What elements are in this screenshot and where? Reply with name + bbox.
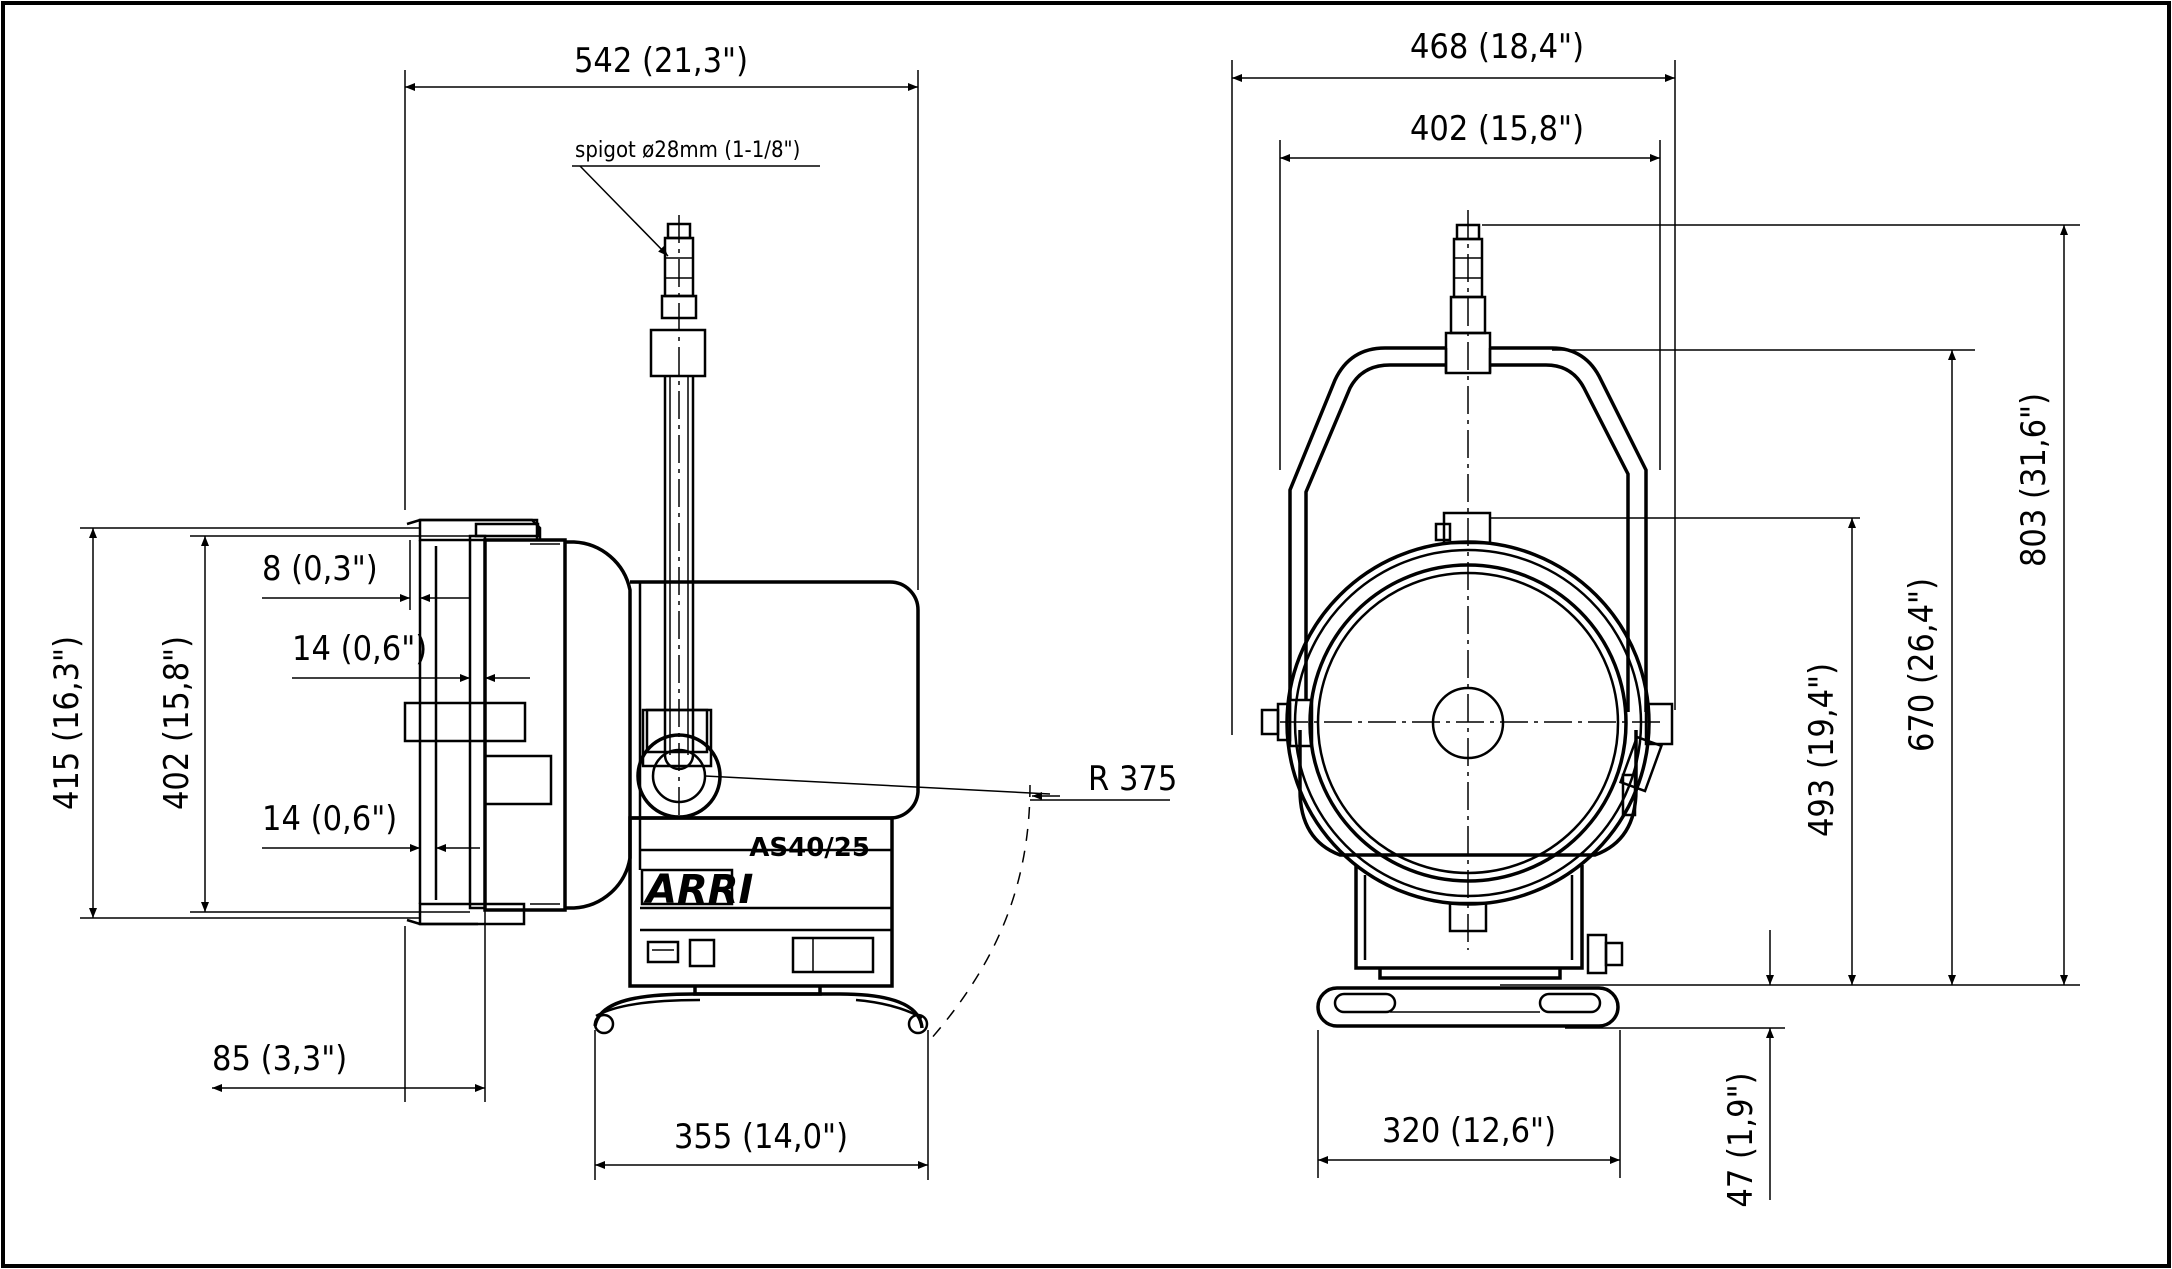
front-overall-height-dimension: 803 (31,6") [1482, 224, 2080, 986]
front-base-width-dimension: 320 (12,6") [1317, 1030, 1621, 1178]
front-overall-width-label: 468 (18,4") [1410, 27, 1584, 67]
front-lens-width-dimension: 402 (15,8") [1279, 109, 1661, 470]
side-front-lens [403, 518, 632, 926]
front-yoke [1288, 346, 1648, 712]
front-base [1316, 968, 1620, 1028]
side-spigot [649, 215, 707, 820]
arri-logo: ARRI [643, 867, 754, 913]
front-overall-height-label: 803 (31,6") [2014, 393, 2054, 567]
side-overall-width-dimension: 542 (21,3") [404, 41, 919, 590]
front-yoke-height-dimension: 670 (26,4") [1552, 349, 1975, 985]
spigot-callout: spigot ø28mm (1-1/8") [572, 138, 820, 257]
front-offset-a-label: 8 (0,3") [262, 549, 378, 589]
swing-radius: R 375 [929, 759, 1177, 1041]
front-view: 468 (18,4") 402 (15,8") [1231, 27, 2080, 1208]
front-center-height-label: 493 (19,4") [1802, 663, 1842, 837]
side-front-height-dimension: 415 (16,3") [47, 527, 420, 919]
front-depth-dimension: 85 (3,3") [212, 910, 486, 1102]
front-base-height-label: 47 (1,9") [1721, 1072, 1761, 1207]
front-lower-housing [1354, 865, 1624, 975]
front-offset-a-dimension: 8 (0,3") [262, 540, 470, 610]
front-base-width-label: 320 (12,6") [1382, 1111, 1556, 1151]
swing-radius-label: R 375 [1088, 759, 1177, 799]
front-overall-width-dimension: 468 (18,4") [1231, 27, 1676, 735]
front-yoke-height-label: 670 (26,4") [1902, 578, 1942, 752]
side-overall-width-label: 542 (21,3") [574, 41, 748, 81]
front-offset-c-label: 14 (0,6") [262, 799, 397, 839]
side-lens-height-label: 402 (15,8") [157, 636, 197, 810]
front-top-bracket [1434, 511, 1860, 545]
front-offset-b-dimension: 14 (0,6") [292, 629, 530, 700]
side-view: 542 (21,3") spigot ø28mm (1-1/8") [47, 41, 1177, 1180]
front-offset-c-dimension: 14 (0,6") [262, 799, 480, 880]
front-lens-width-label: 402 (15,8") [1410, 109, 1584, 149]
spigot-note: spigot ø28mm (1-1/8") [575, 138, 800, 163]
side-base-width-label: 355 (14,0") [674, 1117, 848, 1157]
side-lens-height-dimension: 402 (15,8") [157, 535, 470, 913]
front-center-height-dimension: 493 (19,4") [1802, 518, 1856, 985]
side-stand-base [593, 986, 929, 1035]
side-base-width-dimension: 355 (14,0") [594, 1030, 929, 1180]
front-depth-label: 85 (3,3") [212, 1039, 347, 1079]
front-offset-b-label: 14 (0,6") [292, 629, 427, 669]
side-housing: AS40/25 ARRI [628, 580, 1051, 988]
front-base-height-dimension: 47 (1,9") [1565, 930, 1785, 1208]
side-front-height-label: 415 (16,3") [47, 636, 87, 810]
model-label: AS40/25 [749, 833, 870, 863]
